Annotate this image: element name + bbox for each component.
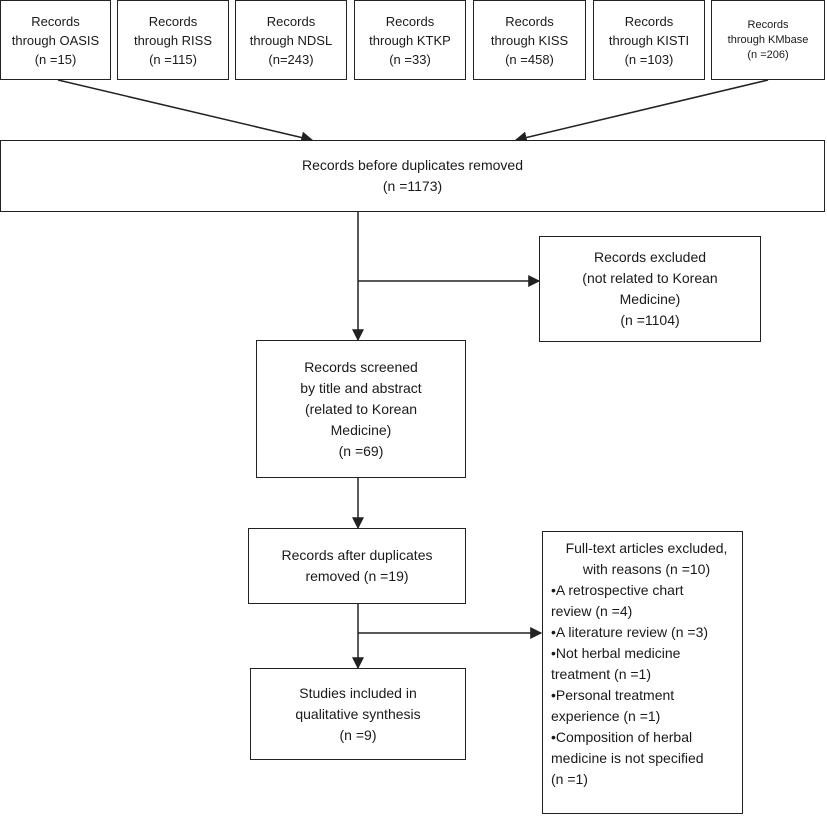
box-line: by title and abstract: [300, 379, 422, 396]
source-name: through OASIS: [11, 32, 100, 48]
records-excluded-box: Records excluded (not related to Korean …: [539, 236, 761, 342]
box-title: Studies included in: [299, 684, 417, 701]
source-name: through KTKP: [369, 32, 451, 48]
records-screened-box: Records screened by title and abstract (…: [256, 340, 466, 478]
source-count: (n =458): [505, 51, 554, 67]
reason-line: review (n =4): [551, 603, 633, 619]
source-label: Records: [148, 13, 198, 29]
reason-line: experience (n =1): [551, 708, 661, 724]
box-line: (related to Korean: [304, 400, 418, 417]
source-box-kmbase: Records through KMbase (n =206): [711, 0, 825, 80]
source-name: through RISS: [133, 32, 213, 48]
reason-line: treatment (n =1): [551, 666, 651, 682]
reason-line: •A literature review (n =3): [551, 624, 709, 640]
arrow-oasis-to-merge: [57, 79, 314, 144]
source-box-oasis: Records through OASIS (n =15): [0, 0, 111, 80]
box-count: (n =1173): [382, 178, 443, 194]
box-title: Records after duplicates: [281, 547, 433, 563]
source-name: through KISS: [490, 32, 569, 48]
studies-included-box: Studies included in qualitative synthesi…: [250, 668, 466, 760]
box-line: removed (n =19): [305, 568, 409, 584]
box-title: Records excluded: [593, 249, 707, 265]
box-line: qualitative synthesis: [295, 705, 421, 722]
source-count: (n =103): [624, 51, 674, 67]
reason-line: •A retrospective chart: [551, 582, 684, 598]
source-box-kiss: Records through KISS (n =458): [473, 0, 586, 80]
box-line: (not related to Korean: [582, 270, 718, 286]
box-title: Records before duplicates removed: [301, 157, 523, 173]
box-title: Full-text articles excluded,: [565, 540, 728, 556]
reason-line: •Personal treatment: [551, 687, 675, 703]
source-name: through KMbase: [727, 33, 809, 46]
source-count: (n =206): [747, 48, 789, 61]
source-count: (n =15): [34, 51, 77, 67]
box-count: (n =1104): [620, 312, 680, 328]
box-count: (n =69): [338, 442, 384, 459]
box-line: Medicine): [330, 421, 392, 438]
source-label: Records: [505, 13, 554, 29]
box-title: Records screened: [304, 358, 418, 375]
reason-line: •Composition of herbal: [551, 729, 693, 745]
reason-line: (n =1): [551, 771, 588, 787]
reason-line: medicine is not specified: [551, 750, 704, 766]
source-label: Records: [747, 18, 789, 31]
source-name: through KISTI: [608, 32, 690, 48]
source-count: (n =33): [389, 51, 431, 67]
reason-line: •Not herbal medicine: [551, 645, 681, 661]
source-box-ktkp: Records through KTKP (n =33): [354, 0, 466, 80]
source-count: (n=243): [268, 51, 314, 67]
source-label: Records: [266, 13, 316, 29]
fulltext-excluded-box: Full-text articles excluded, with reason…: [542, 531, 743, 814]
source-label: Records: [31, 13, 80, 29]
box-line: Medicine): [619, 291, 681, 307]
source-label: Records: [624, 13, 674, 29]
source-name: through NDSL: [249, 32, 333, 48]
box-title: with reasons (n =10): [582, 561, 711, 577]
records-after-duplicates-box: Records after duplicates removed (n =19): [248, 528, 466, 604]
records-before-duplicates-box: Records before duplicates removed (n =11…: [0, 140, 825, 212]
arrow-kmbase-to-merge: [514, 79, 769, 144]
box-count: (n =9): [339, 726, 377, 743]
source-box-kisti: Records through KISTI (n =103): [593, 0, 705, 80]
source-box-riss: Records through RISS (n =115): [117, 0, 229, 80]
source-label: Records: [385, 13, 435, 29]
source-count: (n =115): [149, 51, 197, 67]
source-box-ndsl: Records through NDSL (n=243): [235, 0, 347, 80]
